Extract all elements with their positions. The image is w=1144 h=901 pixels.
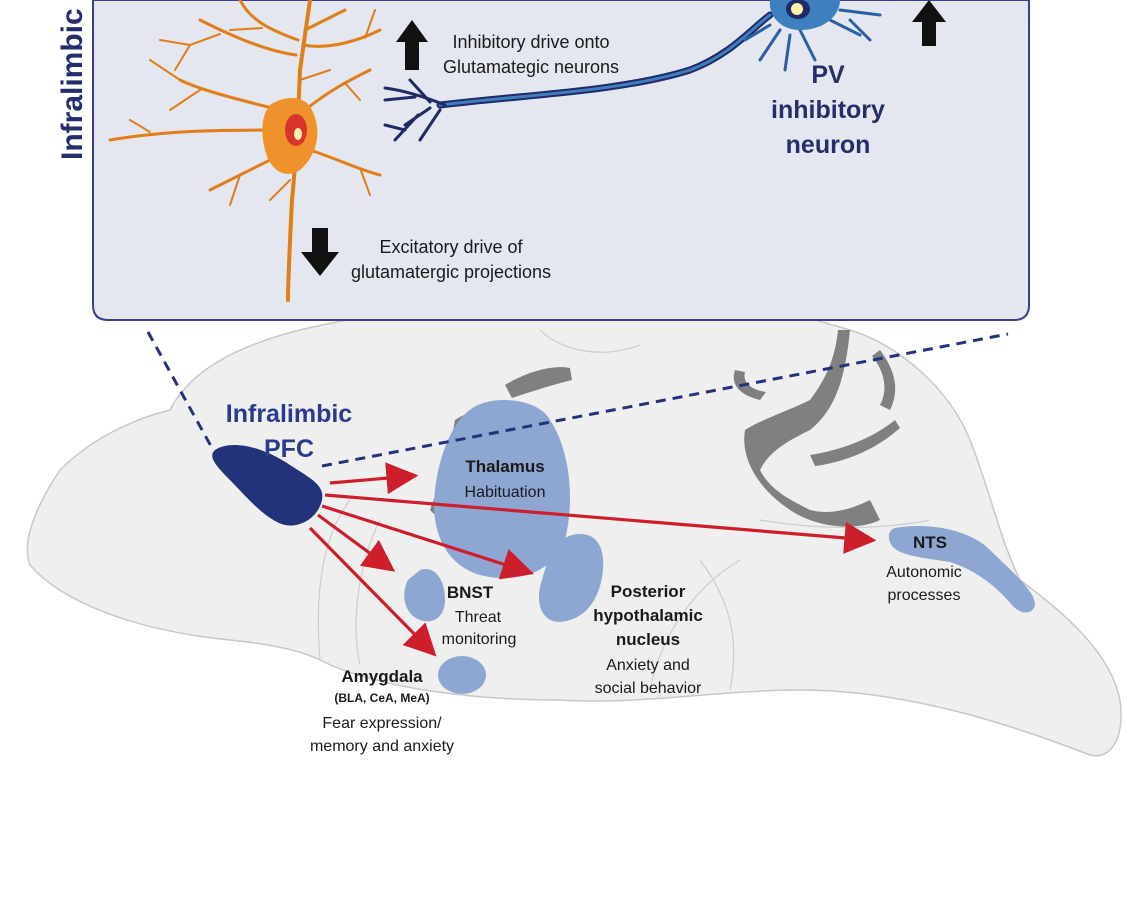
posterior-hypothalamic-label: Posterior hypothalamic nucleus Anxiety a…: [593, 582, 703, 697]
svg-text:Infralimbic: Infralimbic: [226, 400, 353, 428]
svg-text:neuron: neuron: [786, 131, 871, 159]
up-arrow-inhibitory-icon: [396, 20, 428, 70]
svg-text:Fear expression/: Fear expression/: [322, 715, 442, 732]
svg-text:Thalamus: Thalamus: [465, 457, 544, 476]
amygdala-shape: [438, 656, 486, 694]
pv-neuron-label: PV inhibitory neuron: [771, 61, 885, 159]
infralimbic-side-label: Infralimbic: [56, 8, 89, 160]
svg-text:processes: processes: [888, 587, 961, 604]
arrow-to-amygdala: [308, 526, 437, 657]
up-arrow-pv-icon: [912, 0, 946, 46]
pv-axon: [436, 11, 774, 109]
infralimbic-pfc-label: Infralimbic PFC: [226, 400, 353, 463]
svg-text:social behavior: social behavior: [595, 680, 702, 697]
bnst-shape: [404, 569, 445, 622]
posterior-hypothalamic-shape: [539, 534, 604, 622]
projection-arrows: [308, 462, 877, 657]
svg-text:nucleus: nucleus: [616, 630, 680, 649]
black-arrows: [301, 0, 946, 276]
bnst-label: BNST Threat monitoring: [442, 583, 517, 648]
side-label: Infralimbic: [56, 8, 89, 160]
svg-text:Autonomic: Autonomic: [886, 564, 962, 581]
svg-text:Amygdala: Amygdala: [341, 667, 423, 686]
svg-text:PFC: PFC: [264, 435, 314, 463]
excitatory-drive-label: Excitatory drive of glutamatergic projec…: [351, 237, 551, 282]
nts-shape: [888, 526, 1035, 613]
glutamatergic-soma: [262, 98, 318, 174]
svg-text:Anxiety and: Anxiety and: [606, 657, 690, 674]
svg-text:BNST: BNST: [447, 583, 494, 602]
svg-text:Habituation: Habituation: [465, 484, 546, 501]
svg-text:inhibitory: inhibitory: [771, 96, 885, 124]
thalamus-label: Thalamus Habituation: [465, 457, 546, 501]
arrow-to-posterior-hypothalamic: [321, 504, 535, 580]
thalamus-shape: [434, 400, 570, 579]
pv-dendrites: [743, 8, 882, 72]
svg-text:Posterior: Posterior: [611, 582, 686, 601]
svg-text:Glutamategic neurons: Glutamategic neurons: [443, 57, 619, 77]
arrow-to-bnst: [317, 513, 396, 572]
svg-text:(BLA, CeA, MeA): (BLA, CeA, MeA): [334, 691, 429, 705]
glutamatergic-neuron: [108, 0, 382, 302]
svg-text:PV: PV: [811, 61, 845, 89]
inhibitory-drive-label: Inhibitory drive onto Glutamategic neuro…: [443, 32, 619, 77]
brain-outline: [26, 285, 1122, 757]
pv-soma: [769, 0, 840, 30]
svg-text:hypothalamic: hypothalamic: [593, 606, 703, 625]
amygdala-label: Amygdala (BLA, CeA, MeA) Fear expression…: [310, 667, 454, 755]
down-arrow-excitatory-icon: [301, 228, 339, 276]
axon-terminals: [383, 78, 447, 142]
svg-text:Excitatory drive of: Excitatory drive of: [379, 237, 523, 257]
svg-text:memory and anxiety: memory and anxiety: [310, 738, 454, 755]
nts-label: NTS Autonomic processes: [886, 533, 962, 604]
svg-text:Threat: Threat: [455, 609, 502, 626]
arrow-to-nts: [324, 493, 877, 554]
arrow-to-thalamus: [329, 462, 419, 495]
svg-text:Inhibitory drive onto: Inhibitory drive onto: [452, 32, 609, 52]
infralimbic-pfc-shape: [212, 445, 323, 526]
svg-text:monitoring: monitoring: [442, 631, 517, 648]
svg-text:NTS: NTS: [913, 533, 947, 552]
zoom-dashes: [146, 331, 1009, 468]
svg-text:glutamatergic projections: glutamatergic projections: [351, 262, 551, 282]
